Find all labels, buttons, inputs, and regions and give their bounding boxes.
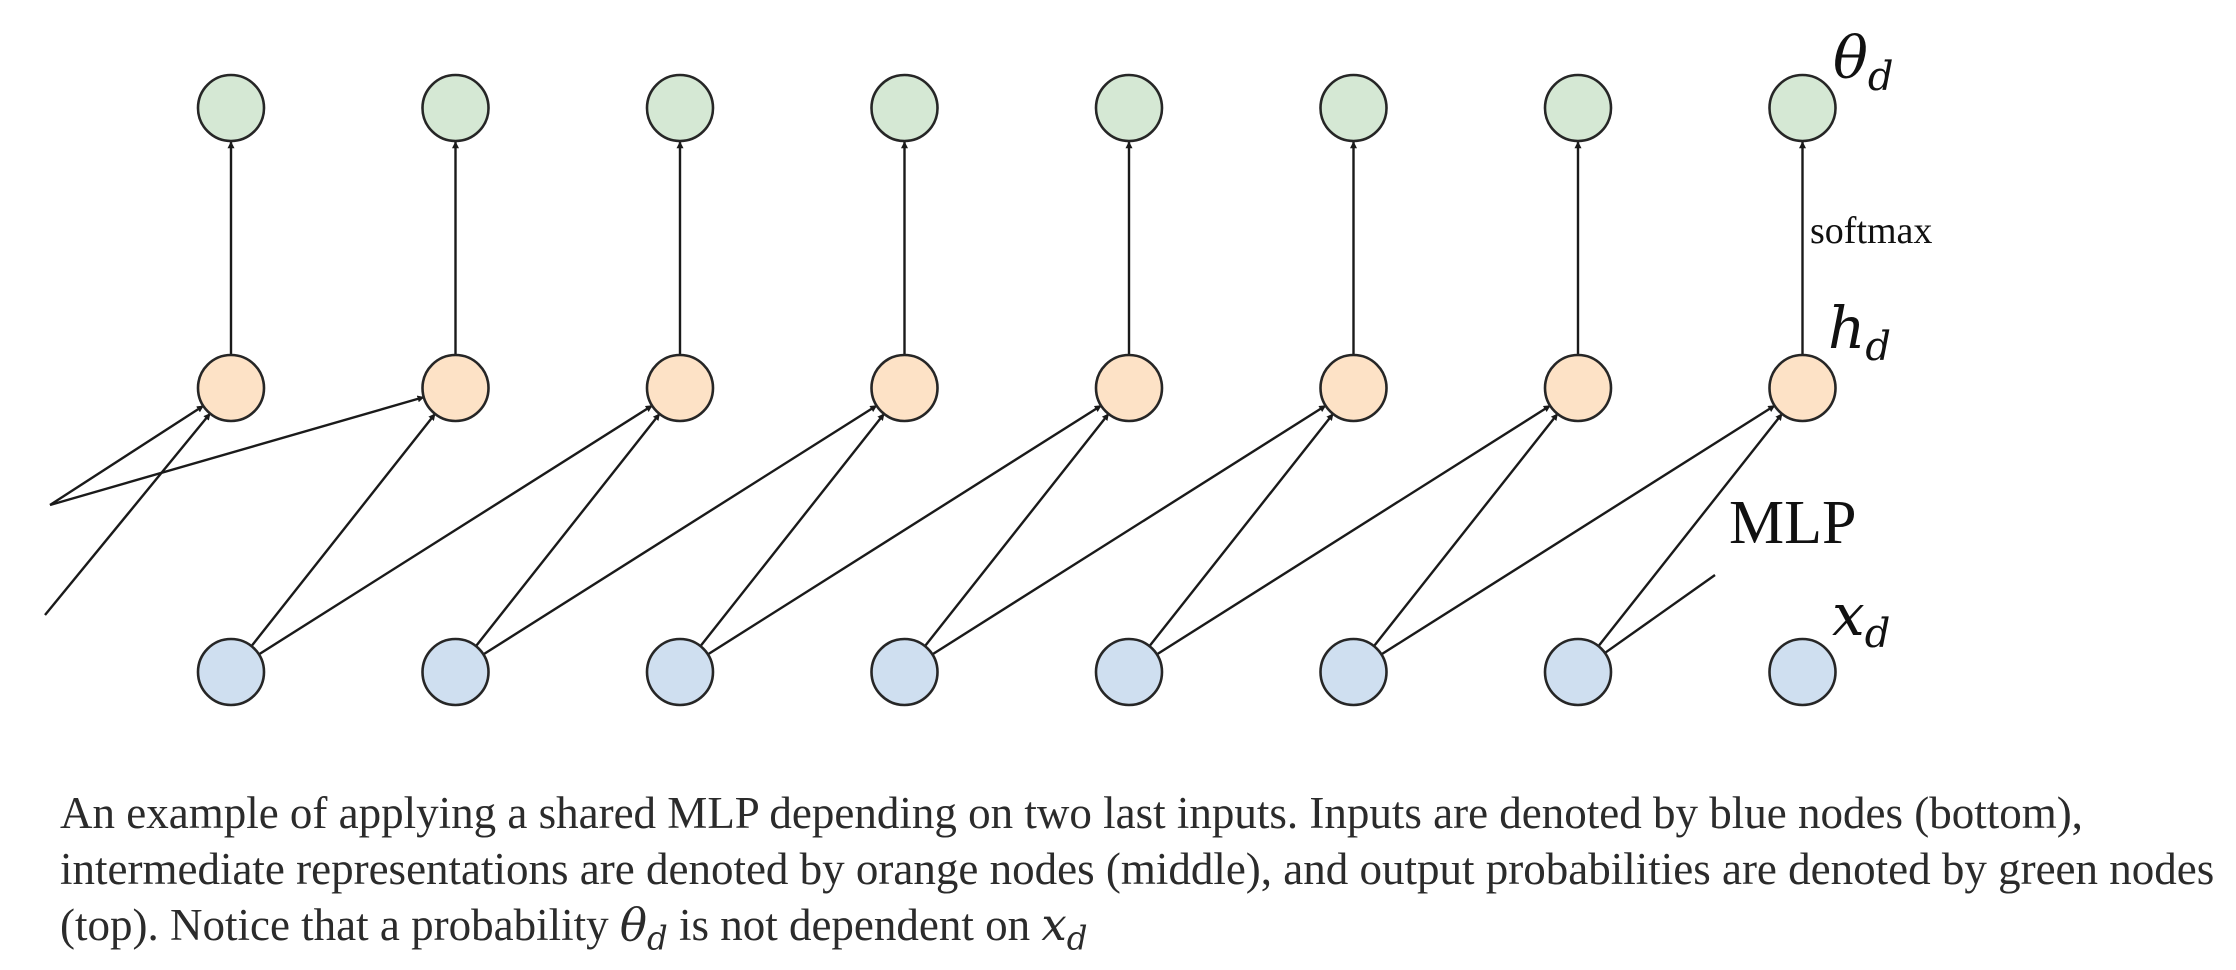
output-node <box>1094 73 1164 143</box>
theta-d-label: θd <box>1833 24 1894 100</box>
mlp-arrow-prev2-input <box>1156 404 1551 656</box>
hidden-node <box>645 353 715 423</box>
h-d-label: hd <box>1828 294 1891 370</box>
caption-middle: is not dependent on <box>667 900 1042 950</box>
output-node <box>870 73 939 143</box>
hidden-node <box>870 353 939 423</box>
hidden-node <box>1543 353 1613 423</box>
output-node <box>196 73 266 143</box>
mlp-arrow-prev-input <box>1597 413 1783 647</box>
edge-layer <box>44 141 1806 656</box>
output-node <box>1768 73 1837 143</box>
input-node <box>1543 637 1613 707</box>
input-node <box>421 637 490 707</box>
figure-caption: An example of applying a shared MLP depe… <box>60 785 2220 958</box>
mlp-arrow-prev-input <box>250 413 436 647</box>
caption-x: xd <box>1041 898 1088 958</box>
mlp-arrow-prev2-input <box>258 404 653 656</box>
mlp-arrow-prev2-input <box>482 404 878 656</box>
mlp-arrow-prev-input <box>1373 413 1559 647</box>
mlp-stub-line <box>1604 574 1716 654</box>
input-node <box>196 637 266 707</box>
input-node <box>1768 637 1837 707</box>
hidden-node <box>196 353 266 423</box>
mlp-arrow-prev2-input <box>49 404 204 507</box>
mlp-label: MLP <box>1729 489 1856 557</box>
x-d-label: xd <box>1832 581 1890 657</box>
output-node <box>421 73 490 143</box>
mlp-arrow-prev-input <box>44 412 212 616</box>
mlp-arrow-prev-input <box>475 413 661 647</box>
hidden-node <box>421 353 490 423</box>
mlp-arrow-prev-input <box>699 413 885 647</box>
input-node <box>645 637 715 707</box>
input-node <box>1319 637 1388 707</box>
node-layer <box>196 73 1837 707</box>
mlp-arrow-prev2-input <box>931 404 1327 656</box>
input-node <box>1094 637 1164 707</box>
mlp-arrow-prev-input <box>1148 413 1334 647</box>
mlp-arrow-prev2-input <box>707 404 1102 656</box>
hidden-node <box>1768 353 1837 423</box>
mlp-arrow-prev2-input <box>49 395 425 507</box>
caption-text: An example of applying a shared MLP depe… <box>60 788 2215 950</box>
output-node <box>645 73 715 143</box>
softmax-label: softmax <box>1810 210 1932 252</box>
caption-theta: θd <box>619 898 668 958</box>
hidden-node <box>1094 353 1164 423</box>
hidden-node <box>1319 353 1388 423</box>
mlp-diagram: θd softmax hd MLP xd <box>44 24 1932 707</box>
output-node <box>1319 73 1388 143</box>
mlp-arrow-prev2-input <box>1380 404 1776 656</box>
mlp-arrow-prev-input <box>924 413 1110 647</box>
output-node <box>1543 73 1613 143</box>
input-node <box>870 637 939 707</box>
